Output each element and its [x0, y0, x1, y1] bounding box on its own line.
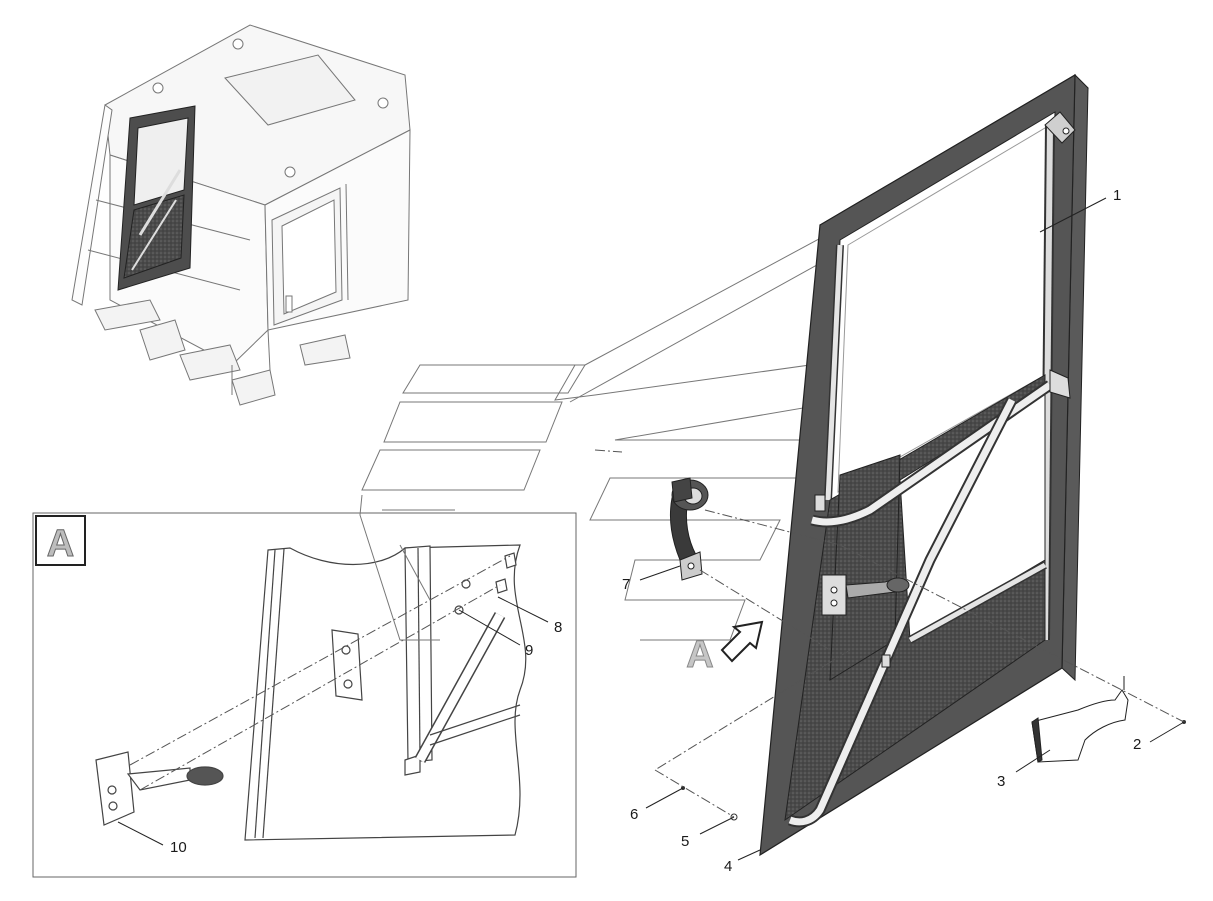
leader-shapes	[359, 196, 897, 641]
diagonal-brace	[788, 398, 1016, 826]
leader-lines	[117, 197, 1185, 861]
callout-7: 7	[622, 576, 630, 593]
callout-4: 4	[724, 858, 732, 875]
cab-door-assembly	[759, 73, 1089, 857]
callout-8: 8	[554, 619, 562, 636]
detail-view-label: A	[35, 515, 86, 566]
callout-3: 3	[997, 773, 1005, 790]
interior-handle	[669, 477, 709, 581]
callout-5: 5	[681, 833, 689, 850]
view-arrow-letter: A	[686, 634, 713, 676]
door-latch	[821, 574, 847, 616]
callout-2: 2	[1133, 736, 1141, 753]
assembly-lines	[594, 449, 1185, 818]
grab-bar	[811, 382, 1052, 526]
cover-plate	[1031, 676, 1129, 763]
callout-10: 10	[170, 839, 187, 856]
callout-9: 9	[525, 642, 533, 659]
detail-frame	[32, 512, 577, 878]
view-direction-arrow	[720, 620, 764, 663]
cab-overview	[71, 24, 411, 406]
detail-view-letter: A	[47, 523, 74, 565]
callout-1: 1	[1113, 187, 1121, 204]
detail-view-a: A	[32, 512, 577, 878]
callout-6: 6	[630, 806, 638, 823]
view-arrow-a: A	[686, 620, 764, 677]
